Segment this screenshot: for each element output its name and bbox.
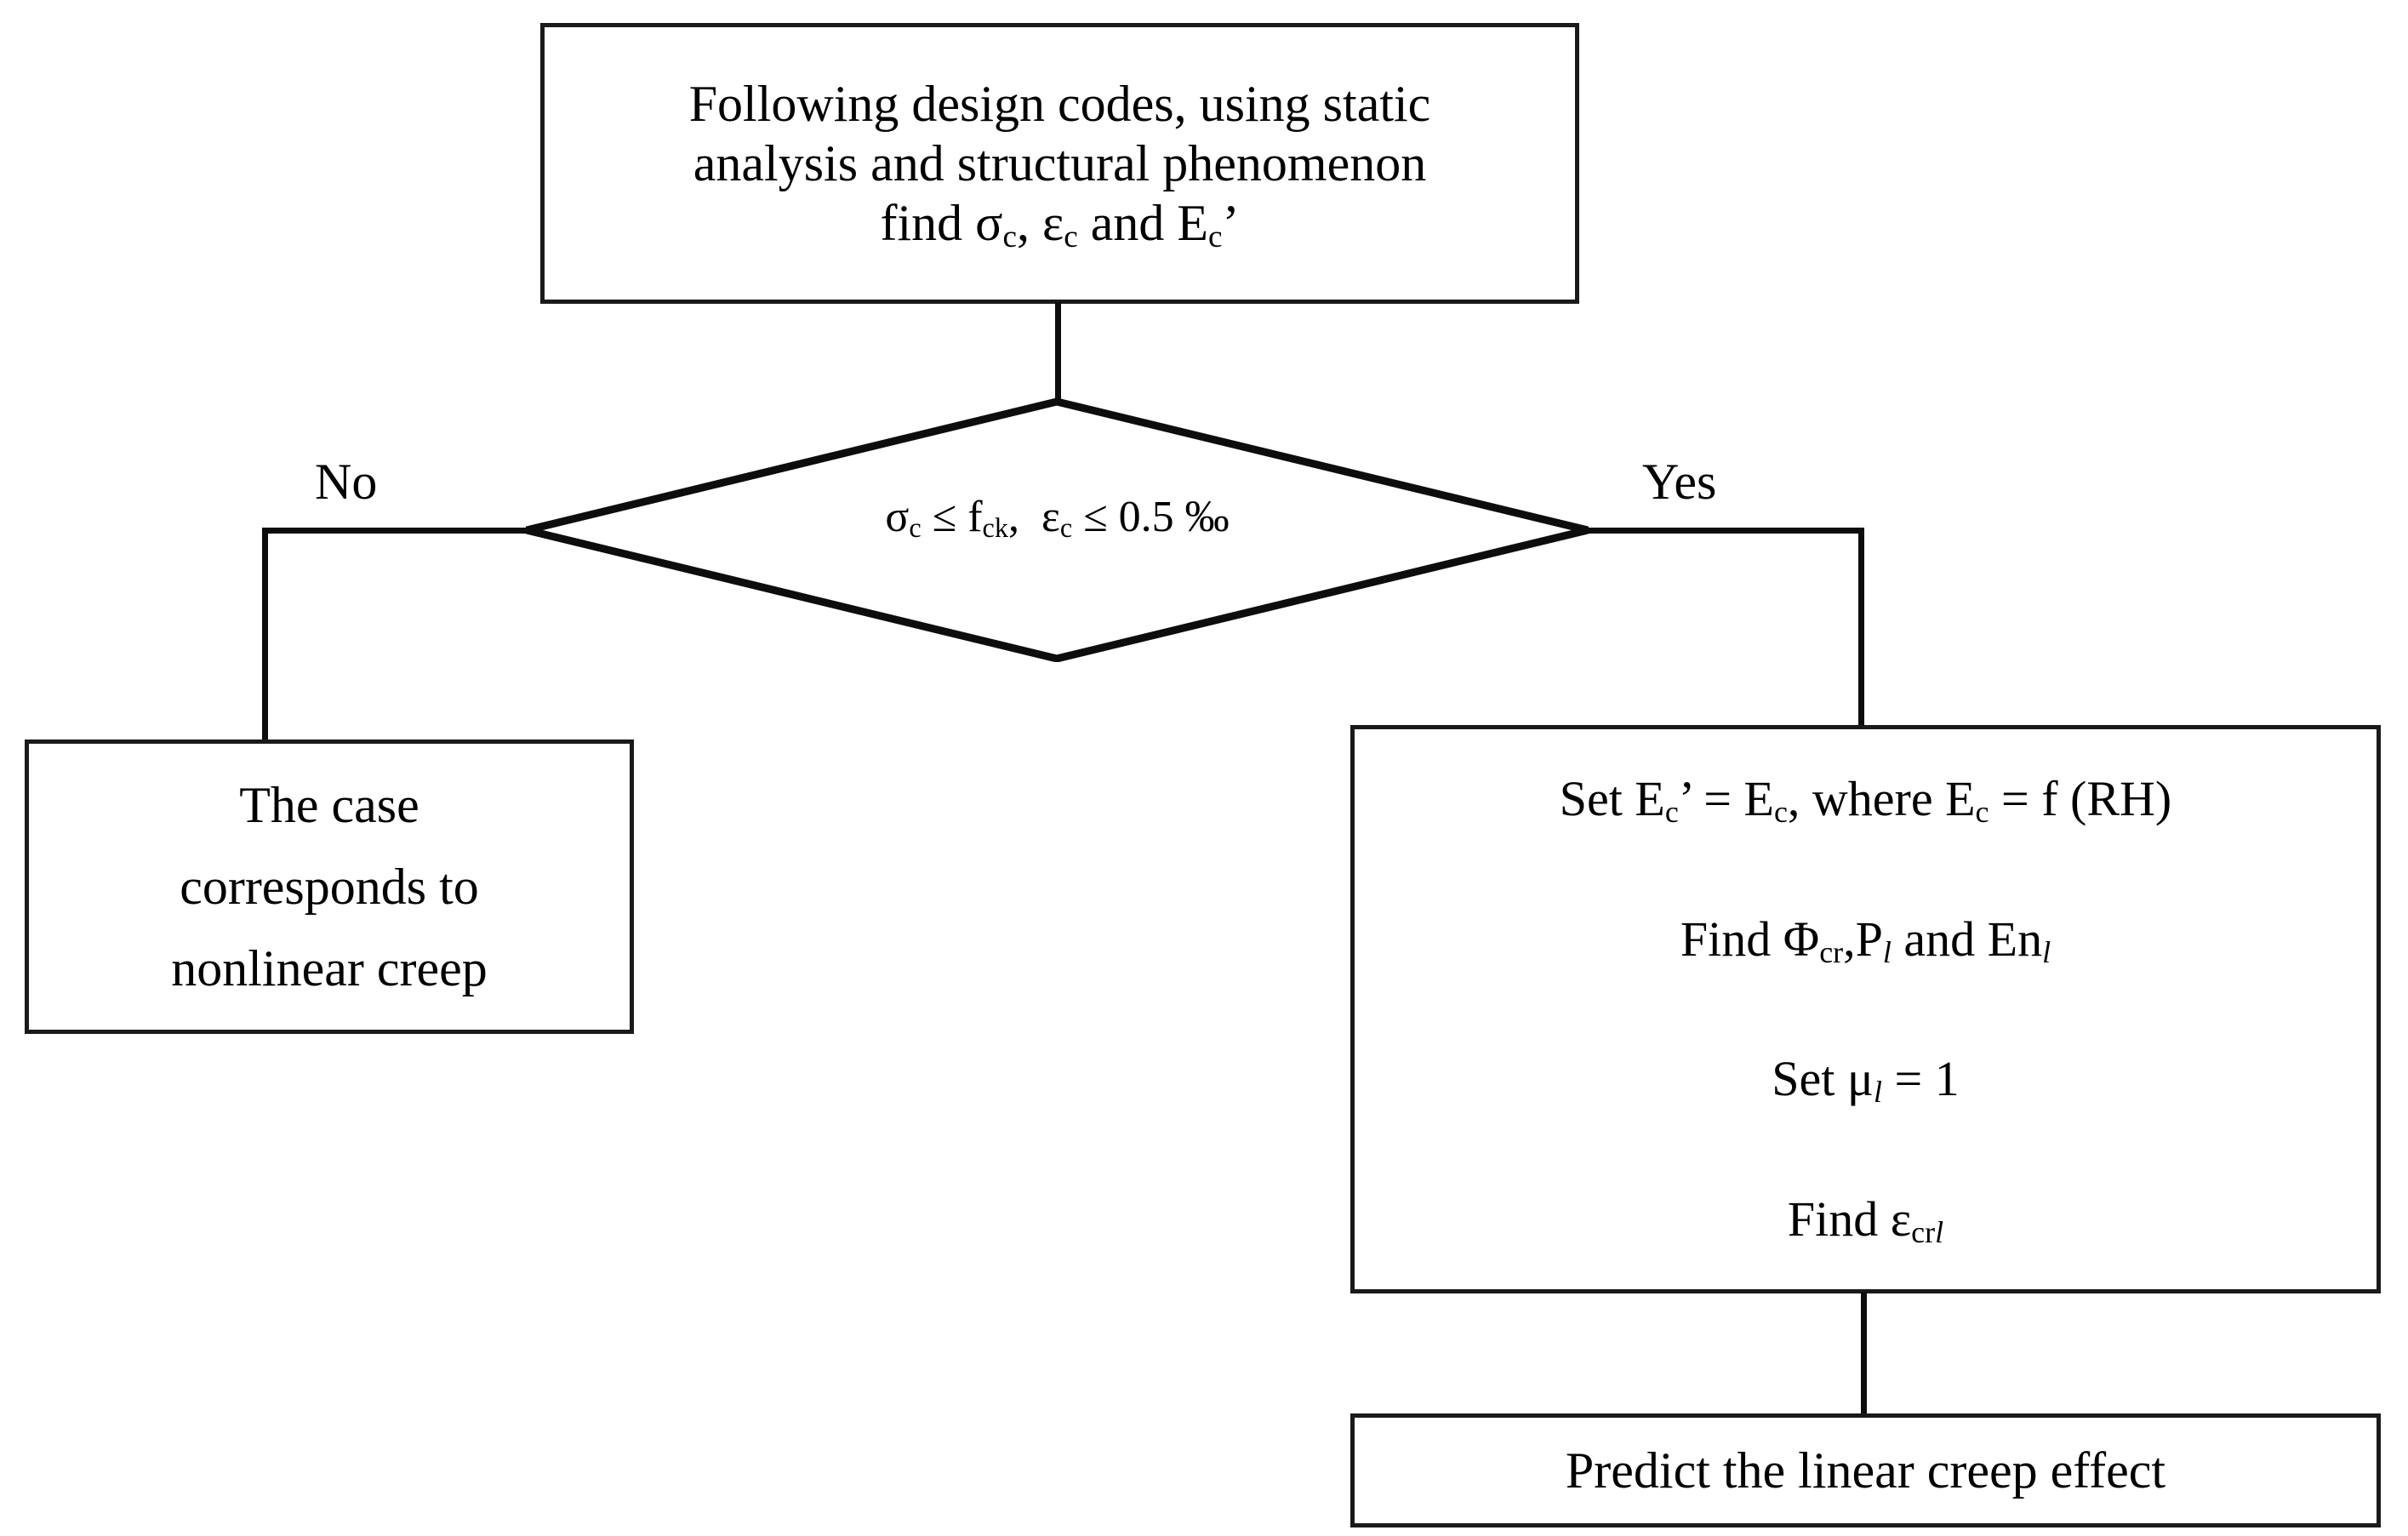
sigma-symbol: σ [975, 195, 1003, 252]
connector-linear-to-predict [1861, 1292, 1867, 1416]
p-l-subscript: l [1882, 934, 1892, 969]
connector-yes-vertical [1858, 528, 1864, 728]
and-en-text: and En [1891, 911, 2043, 967]
node-nonlinear-creep-line-1: The case [239, 777, 419, 833]
decision-condition-label: σc ≤ fck, εc ≤ 0.5 ‰ [523, 492, 1591, 542]
node-decision-diamond [523, 398, 1591, 662]
less-equal-value-text: ≤ 0.5 ‰ [1072, 493, 1230, 541]
phi-cr-subscript: cr [1819, 934, 1844, 969]
epsilon-l-subscript: l [1935, 1214, 1944, 1249]
set-ec-prime-text: Set E [1559, 771, 1665, 827]
and-e-text: and E [1077, 195, 1208, 252]
connector-top-to-decision [1055, 302, 1061, 401]
find-epsilon-text: Find ε [1787, 1191, 1912, 1247]
node-nonlinear-creep: The case corresponds to nonlinear creep [25, 739, 634, 1034]
set-mu-text: Set μ [1772, 1051, 1874, 1107]
edge-label-no: No [315, 454, 378, 510]
edge-label-yes: Yes [1642, 454, 1717, 510]
sigma-symbol: σ [885, 493, 910, 541]
node-linear-line-1: Set Ec’ = Ec, where Ec = f (RH) [1559, 771, 2172, 830]
en-l-subscript: l [2042, 934, 2051, 969]
node-predict-linear-creep: Predict the linear creep effect [1350, 1413, 2381, 1527]
where-ec-text: , where E [1787, 771, 1976, 827]
less-equal-fck-text: ≤ f [921, 493, 983, 541]
node-top-process: Following design codes, using static ana… [540, 23, 1579, 304]
find-phi-text: Find Φ [1680, 911, 1820, 967]
node-linear-line-4: Find εcrl [1787, 1191, 1944, 1249]
find-prefix-text: find [880, 195, 976, 252]
ec-prime-subscript: c [1664, 795, 1679, 830]
node-nonlinear-creep-line-2: corresponds to [180, 859, 479, 915]
node-top-process-line-2: analysis and structural phenomenon [693, 134, 1427, 191]
node-linear-creep-computation: Set Ec’ = Ec, where Ec = f (RH) Find Φcr… [1350, 725, 2381, 1293]
epsilon-symbol: ε [1041, 493, 1060, 541]
connector-no-vertical [262, 528, 268, 742]
node-linear-line-3: Set μl = 1 [1772, 1051, 1960, 1110]
comma-separator: , [1017, 195, 1042, 252]
connector-yes-horizontal [1588, 528, 1864, 534]
epsilon-cr-subscript: cr [1911, 1214, 1936, 1249]
e-subscript: c [1208, 220, 1223, 255]
prime-symbol: ’ [1222, 195, 1240, 252]
mu-l-subscript: l [1874, 1075, 1882, 1110]
p-symbol-text: ,P [1843, 911, 1883, 967]
epsilon-symbol: ε [1042, 195, 1064, 252]
epsilon-subscript: c [1064, 220, 1078, 255]
node-linear-line-2: Find Φcr,Pl and Enl [1680, 911, 2051, 969]
node-top-process-line-3: find σc, εc and Ec’ [880, 193, 1239, 253]
fck-subscript: ck [982, 512, 1008, 544]
ec-where-subscript: c [1975, 795, 1989, 830]
connector-no-horizontal [262, 528, 528, 534]
ec-subscript: c [1773, 795, 1788, 830]
epsilon-subscript: c [1059, 512, 1073, 544]
function-rh-text: = f (RH) [1989, 771, 2172, 827]
node-nonlinear-creep-line-3: nonlinear creep [171, 940, 488, 996]
sigma-subscript: c [1002, 220, 1017, 255]
equals-ec-text: ’ = E [1678, 771, 1774, 827]
equals-one-text: = 1 [1882, 1051, 1960, 1107]
node-top-process-line-1: Following design codes, using static [688, 75, 1431, 132]
node-predict-line-1: Predict the linear creep effect [1565, 1442, 2166, 1499]
comma-separator: , [1007, 493, 1041, 541]
sigma-subscript: c [909, 512, 922, 544]
